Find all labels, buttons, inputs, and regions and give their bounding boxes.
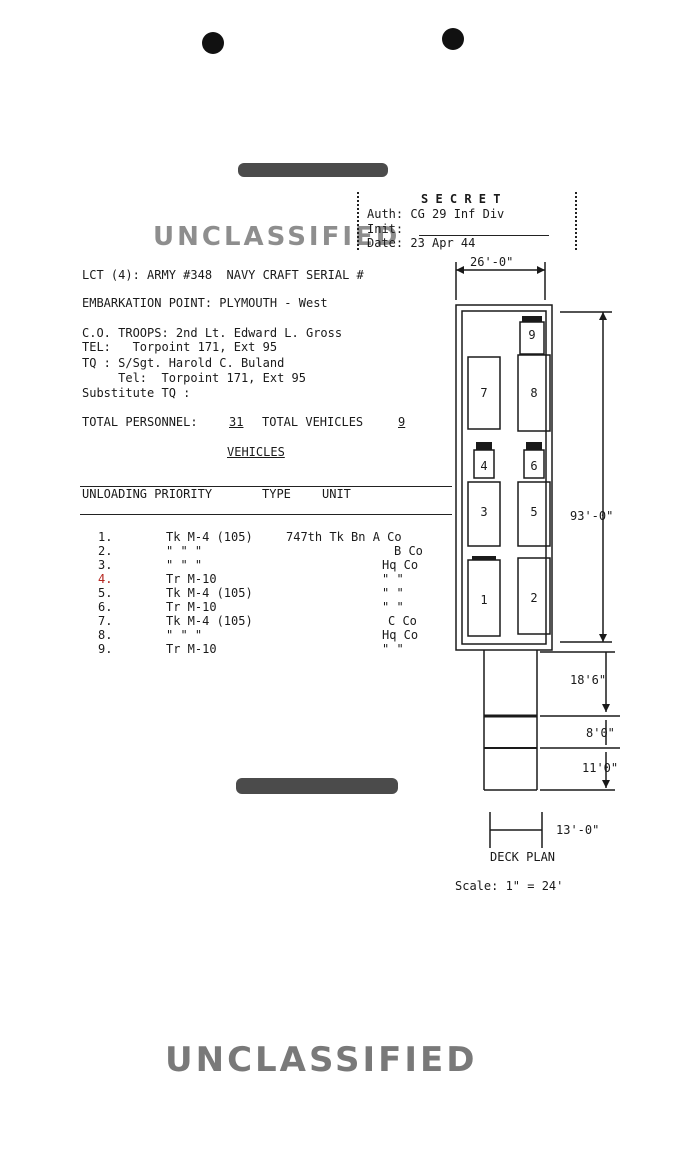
row-unit: C Co xyxy=(388,614,417,628)
unclassified-stamp-bottom: UNCLASSIFIED xyxy=(165,1040,478,1080)
vehicle-slot-5 xyxy=(517,481,551,547)
row-number: 7. xyxy=(98,614,113,628)
row-type: Tr M-10 xyxy=(166,572,217,586)
row-number: 4. xyxy=(98,572,113,586)
redaction-smear-top xyxy=(238,163,388,177)
vehicle-front-marker xyxy=(472,556,496,560)
slot-label-5: 5 xyxy=(530,505,537,519)
substitute-tq: Substitute TQ : xyxy=(82,386,191,400)
row-type: Tr M-10 xyxy=(166,642,217,656)
row-unit: " " xyxy=(382,572,404,586)
scale-note: Scale: 1" = 24' xyxy=(455,879,563,893)
col-type: TYPE xyxy=(262,487,291,501)
table-rule-top xyxy=(80,486,452,487)
slot-label-9: 9 xyxy=(528,328,535,342)
tq-telephone: Tel: Torpoint 171, Ext 95 xyxy=(82,371,306,385)
total-vehicles-value: 9 xyxy=(398,415,406,429)
row-unit: 747th Tk Bn A Co xyxy=(286,530,402,544)
secret-classification-box: S E C R E T Auth: CG 29 Inf Div Init: Da… xyxy=(357,192,577,250)
row-unit: " " xyxy=(382,642,404,656)
embarkation-point: EMBARKATION POINT: PLYMOUTH - West xyxy=(82,296,328,310)
total-vehicles-label: TOTAL VEHICLES xyxy=(262,415,364,429)
arrow-icon xyxy=(599,634,607,642)
row-type: " " " xyxy=(166,628,203,642)
ramp1-label: 18'6" xyxy=(570,673,606,687)
slot-label-2: 2 xyxy=(530,591,537,605)
total-personnel-label: TOTAL PERSONNEL: xyxy=(82,415,198,429)
vehicle-slot-8 xyxy=(517,354,551,432)
row-number: 8. xyxy=(98,628,113,642)
init-underline xyxy=(419,235,549,236)
redaction-smear-bottom xyxy=(236,778,398,794)
row-number: 6. xyxy=(98,600,113,614)
row-unit: " " xyxy=(382,600,404,614)
slot-label-1: 1 xyxy=(480,593,487,607)
row-type: Tk M-4 (105) xyxy=(166,530,253,544)
ramp2-label: 8'0" xyxy=(586,726,615,740)
punch-hole-left xyxy=(202,32,224,54)
hull-inner xyxy=(461,310,547,645)
hull-outline xyxy=(455,304,553,651)
row-number: 2. xyxy=(98,544,113,558)
col-unloading-priority: UNLOADING PRIORITY xyxy=(82,487,213,501)
vehicles-heading: VEHICLES xyxy=(227,445,285,459)
arrow-icon xyxy=(599,312,607,320)
row-unit: " " xyxy=(382,586,404,600)
width-label: 26'-0" xyxy=(470,255,513,269)
secret-heading: S E C R E T xyxy=(421,192,501,206)
row-number: 5. xyxy=(98,586,113,600)
secret-init: Init: xyxy=(367,222,404,236)
row-type: Tk M-4 (105) xyxy=(166,614,253,628)
row-type: Tr M-10 xyxy=(166,600,217,614)
arrow-icon xyxy=(456,266,464,274)
slot-label-4: 4 xyxy=(480,459,487,473)
arrow-icon xyxy=(537,266,545,274)
row-number: 1. xyxy=(98,530,113,544)
row-number: 9. xyxy=(98,642,113,656)
vehicle-front-marker xyxy=(476,442,492,450)
craft-line: LCT (4): ARMY #348 NAVY CRAFT SERIAL # xyxy=(82,268,364,282)
co-troops: C.O. TROOPS: 2nd Lt. Edward L. Gross xyxy=(82,326,343,340)
slot-label-6: 6 xyxy=(530,459,537,473)
row-type: " " " xyxy=(166,544,203,558)
vehicle-slot-2 xyxy=(517,557,551,635)
col-unit: UNIT xyxy=(322,487,351,501)
table-rule-bottom xyxy=(80,514,452,515)
row-type: " " " xyxy=(166,558,203,572)
vehicle-slot-3 xyxy=(467,481,501,547)
vehicle-slot-7 xyxy=(467,356,501,430)
row-unit: Hq Co xyxy=(382,558,419,572)
row-number: 3. xyxy=(98,558,113,572)
vehicle-front-marker xyxy=(526,442,542,450)
length-label: 93'-0" xyxy=(570,509,613,523)
slot-label-3: 3 xyxy=(480,505,487,519)
arrow-icon xyxy=(602,780,610,788)
secret-date: Date: 23 Apr 44 xyxy=(367,236,476,250)
ramp3-label: 11'0" xyxy=(582,761,618,775)
stern-width-label: 13'-0" xyxy=(556,823,599,837)
deck-plan-caption: DECK PLAN xyxy=(490,850,555,864)
slot-label-8: 8 xyxy=(530,386,537,400)
secret-auth: Auth: CG 29 Inf Div xyxy=(367,207,505,221)
punch-hole-right xyxy=(442,28,464,50)
arrow-icon xyxy=(602,704,610,712)
unclassified-stamp-top: UNCLASSIFIED xyxy=(153,222,401,252)
row-unit: B Co xyxy=(394,544,423,558)
tq-name: TQ : S/Sgt. Harold C. Buland xyxy=(82,356,285,370)
co-telephone: TEL: Torpoint 171, Ext 95 xyxy=(82,340,278,354)
row-unit: Hq Co xyxy=(382,628,419,642)
row-type: Tk M-4 (105) xyxy=(166,586,253,600)
total-personnel-value: 31 xyxy=(229,415,244,429)
slot-label-7: 7 xyxy=(480,386,487,400)
vehicle-front-marker xyxy=(522,316,542,322)
